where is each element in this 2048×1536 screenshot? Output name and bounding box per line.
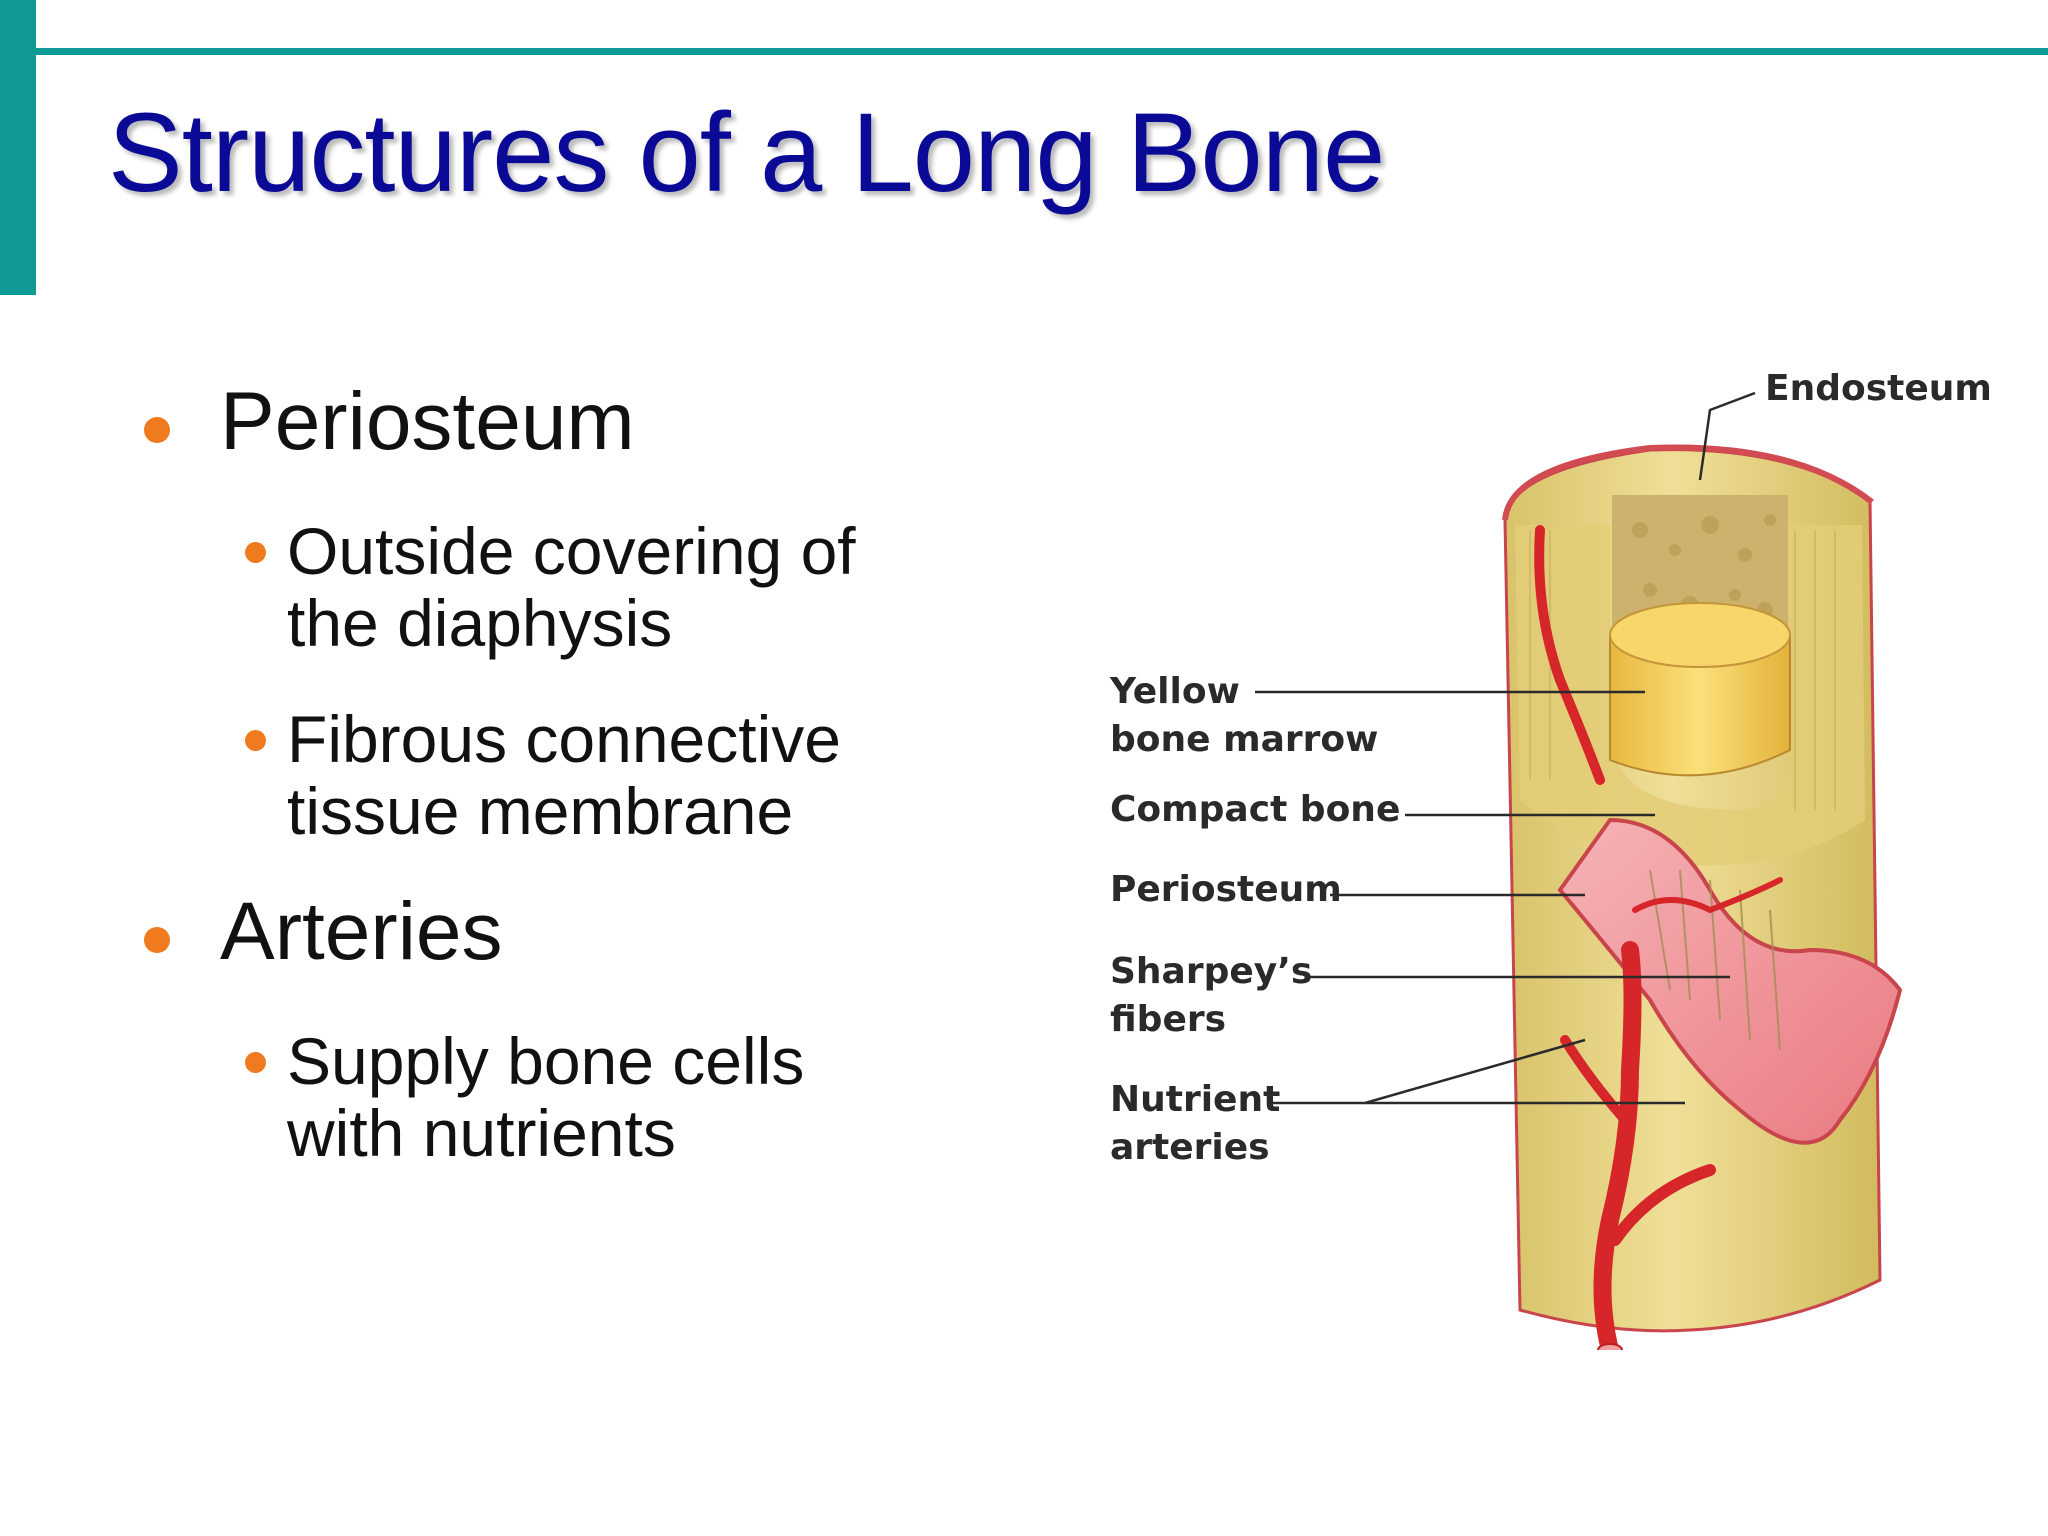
sub-bullet-fibrous-tissue: Fibrous connective tissue membrane (245, 703, 841, 847)
sub-bullet-supply-cells: Supply bone cells with nutrients (245, 1025, 804, 1169)
sub-bullet-outside-covering: Outside covering of the diaphysis (245, 515, 856, 659)
artery-upper (1534, 525, 1605, 785)
shaft-top-rim (1502, 444, 1874, 521)
leader-endosteum (1698, 391, 1756, 481)
sub-bullet-line: the diaphysis (287, 586, 673, 660)
periosteum-flap (1557, 817, 1903, 1145)
label-compact-bone: Compact bone (1110, 789, 1401, 830)
nutrient-artery-branch (1609, 1164, 1716, 1246)
artery-periosteal (1632, 877, 1783, 914)
bullet-arteries: Arteries (140, 885, 503, 979)
bullet-dot-icon (144, 417, 170, 443)
label-sharpeys-1: Sharpey’s (1110, 951, 1313, 992)
sub-bullet-line: with nutrients (287, 1096, 676, 1170)
long-bone-figure: Endosteum Yellow bone marrow Compact bon… (1090, 350, 2010, 1350)
label-yellow-marrow-1: Yellow (1110, 671, 1240, 712)
sub-bullet-dot-icon (245, 1052, 266, 1073)
accent-line (36, 48, 2048, 55)
sub-bullet-line: Outside covering of (287, 514, 856, 588)
label-yellow-marrow-2: bone marrow (1110, 719, 1379, 760)
bullet-periosteum: Periosteum (140, 375, 635, 469)
label-periosteum: Periosteum (1110, 869, 1342, 910)
label-endosteum: Endosteum (1765, 368, 1992, 409)
bullet-text: Periosteum (220, 376, 635, 467)
leader-lines (1255, 391, 1756, 1105)
sub-bullet-dot-icon (245, 730, 266, 751)
sub-bullet-line: Fibrous connective (287, 702, 841, 776)
slide-title: Structures of a Long Bone (108, 90, 1385, 215)
bullet-text: Arteries (220, 886, 503, 977)
sub-bullet-dot-icon (245, 542, 266, 563)
bullet-dot-icon (144, 927, 170, 953)
long-bone-illustration (1255, 391, 1903, 1350)
sub-bullet-line: tissue membrane (287, 774, 794, 848)
label-sharpeys-2: fibers (1110, 999, 1227, 1040)
nutrient-artery-left (1560, 1035, 1630, 1125)
label-nutrient-1: Nutrient (1110, 1079, 1281, 1120)
label-nutrient-2: arteries (1110, 1127, 1270, 1168)
sub-bullet-line: Supply bone cells (287, 1024, 805, 1098)
accent-bar (0, 0, 36, 295)
nutrient-artery-main (1593, 941, 1642, 1350)
